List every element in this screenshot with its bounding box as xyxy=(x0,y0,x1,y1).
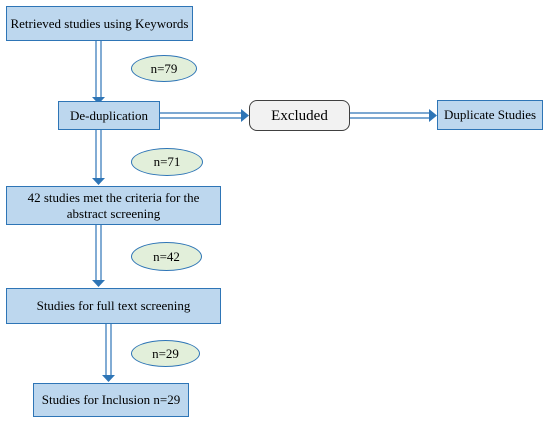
count-label-n42: n=42 xyxy=(131,242,202,271)
arrow-dedup-to-excluded xyxy=(160,109,249,122)
retrieved-studies-box: Retrieved studies using Keywords xyxy=(6,6,193,41)
arrow-fulltext-to-inclusion xyxy=(102,324,115,382)
count-label-n79: n=79 xyxy=(131,55,197,82)
deduplication-box: De-duplication xyxy=(58,101,160,130)
count-label-n29: n=29 xyxy=(131,340,200,367)
duplicate-studies-box: Duplicate Studies xyxy=(437,100,543,130)
arrow-abstract-to-fulltext xyxy=(92,225,105,287)
fulltext-screening-box: Studies for full text screening xyxy=(6,288,221,324)
excluded-box: Excluded xyxy=(249,100,350,131)
count-label-n71: n=71 xyxy=(131,148,203,176)
abstract-screening-box: 42 studies met the criteria for the abst… xyxy=(6,186,221,225)
inclusion-box: Studies for Inclusion n=29 xyxy=(33,383,189,417)
arrow-dedup-to-abstract xyxy=(92,130,105,185)
arrow-retrieved-to-dedup xyxy=(92,41,105,104)
arrow-excluded-to-duplicate xyxy=(350,109,437,122)
